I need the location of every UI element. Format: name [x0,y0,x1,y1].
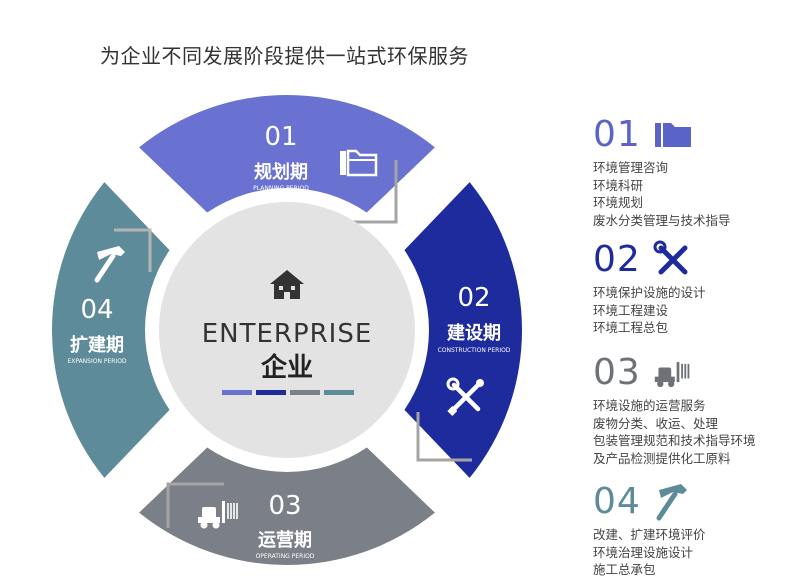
hammer-shape [656,484,687,521]
service-item: 及产品检测提供化工原料 [593,450,731,466]
hammer-icon [656,484,687,521]
stage-num-02: 02 [593,239,641,280]
ring-num-03: 03 [268,491,301,521]
stage-num-03: 03 [593,352,641,393]
ring-en-01: PLANNING PERIOD [253,185,309,192]
corner-bracket-planning [336,160,398,224]
stage-block-04: 04 改建、扩建环境评价环境治理设施设计施工总承包 [593,482,798,579]
service-item: 包装管理规范和技术指导环境 [593,433,756,448]
service-item: 环境科研 [593,177,644,193]
service-item: 废物分类、收运、处理 [593,415,719,431]
stage-block-01: 01 环境管理咨询环境科研环境规划废水分类管理与技术指导 [593,115,798,229]
stage-block-03: 03 环境设施的运营服务废物分类、收运、处理包装管理规范和技术指导环境及产品检测… [593,353,798,467]
stage-items-03: 环境设施的运营服务废物分类、收运、处理包装管理规范和技术指导环境及产品检测提供化… [593,397,798,467]
segment-planning [139,94,435,213]
service-item: 环境工程建设 [593,302,669,318]
page-title: 为企业不同发展阶段提供一站式环保服务 [100,44,469,68]
service-item: 环境设施的运营服务 [593,398,706,413]
corner-bracket-expansion [114,228,152,272]
ring-en-03: OPERATING PERIOD [256,553,315,560]
truck-icon [654,362,690,388]
service-item: 废水分类管理与技术指导 [593,212,731,228]
service-item: 环境工程总包 [593,320,669,335]
corner-bracket-construction [416,412,472,462]
ring-num-04: 04 [80,295,113,325]
segment-construction [404,182,522,478]
ring-name-04: 扩建期 [70,334,124,356]
stage-items-01: 环境管理咨询环境科研环境规划废水分类管理与技术指导 [593,159,798,229]
service-item: 施工总承包 [593,562,656,577]
folder-shape [655,123,691,147]
stage-num-01: 01 [593,114,641,155]
service-item: 环境保护设施的设计 [593,285,706,300]
segment-operating [139,447,435,565]
tools-icon [653,240,688,275]
stage-num-04: 04 [593,481,641,522]
truck-shape [654,362,690,388]
ring-en-04: EXPANSION PERIOD [67,358,126,365]
stage-items-02: 环境保护设施的设计环境工程建设环境工程总包 [593,284,798,337]
center-title-en: ENTERPRISE [202,319,373,349]
corner-bracket-operating [166,482,224,528]
segment-expansion [52,182,170,478]
ring-num-02: 02 [457,283,490,313]
service-item: 改建、扩建环境评价 [593,527,706,542]
stage-block-02: 02 环境保护设施的设计环境工程建设环境工程总包 [593,240,798,337]
house-icon [270,270,304,299]
center-color-bars [222,390,354,395]
ring-name-02: 建设期 [447,322,501,344]
ring-num-01: 01 [264,122,297,152]
ring-name-03: 运营期 [258,529,312,551]
lifecycle-diagram: ENTERPRISE 企业 01 规划期 PLANNING PERIOD 02 … [52,94,522,565]
folder-icon [655,123,691,147]
ring-en-02: CONSTRUCTION PERIOD [438,347,511,354]
ring-name-01: 规划期 [254,161,308,183]
service-item: 环境规划 [593,195,644,210]
tools-shape [653,240,688,275]
service-item: 环境管理咨询 [593,160,669,175]
center-title-cn: 企业 [261,352,313,383]
service-item: 环境治理设施设计 [593,544,694,560]
stage-items-04: 改建、扩建环境评价环境治理设施设计施工总承包 [593,526,798,579]
